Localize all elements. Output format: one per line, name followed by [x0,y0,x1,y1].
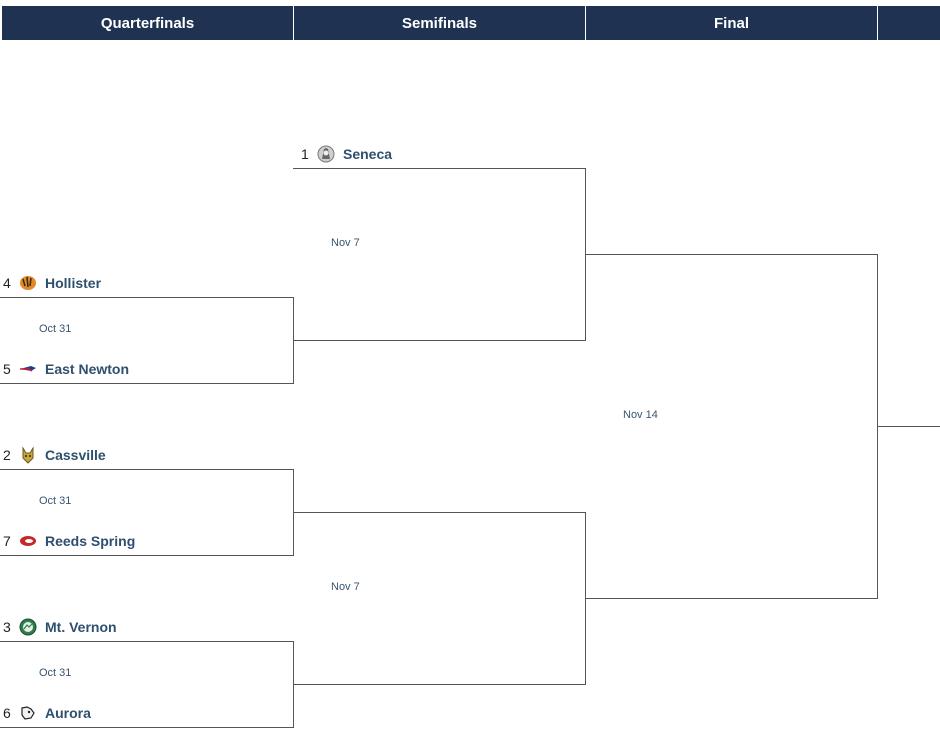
team-name-link[interactable]: Aurora [45,705,91,721]
seed-number: 3 [3,619,11,635]
bracket-line [0,297,294,298]
game-date: Nov 7 [331,237,360,249]
seed-number: 6 [3,705,11,721]
round-header-quarterfinals: Quarterfinals [2,6,293,40]
east-newton-patriot-logo-icon [19,360,37,378]
seed-number: 1 [301,146,309,162]
bracket-line [0,469,294,470]
round-header-champion [877,6,940,40]
seed-number: 4 [3,275,11,291]
team-entry-seneca: 1 Seneca [301,142,392,166]
aurora-houn-dog-logo-icon [19,704,37,722]
bracket-line [293,684,586,685]
round-label: Final [713,14,749,32]
team-entry-cassville: 2 Cassville [3,443,106,467]
team-name-link[interactable]: Mt. Vernon [45,619,117,635]
reeds-spring-wolf-logo-icon [19,532,37,550]
game-date: Oct 31 [39,323,72,335]
seed-number: 2 [3,447,11,463]
bracket-line [293,168,586,169]
team-entry-east-newton: 5 East Newton [3,357,129,381]
mt-vernon-mountaineer-logo-icon [19,618,37,636]
bracket-line [877,426,940,427]
seed-number: 7 [3,533,11,549]
team-name-link[interactable]: Hollister [45,275,102,291]
round-label: Semifinals [401,14,478,32]
team-name-link[interactable]: East Newton [45,361,130,377]
seneca-indian-logo-icon [317,145,335,163]
team-name-link[interactable]: Reeds Spring [45,533,136,549]
bracket-line [0,727,294,728]
hollister-tiger-logo-icon [19,274,37,292]
bracket-line [585,598,878,599]
round-header-semifinals: Semifinals [293,6,585,40]
bracket-line [0,641,294,642]
team-name-link[interactable]: Seneca [343,146,393,162]
cassville-wildcat-logo-icon [19,446,37,464]
bracket-line [0,555,294,556]
game-date: Oct 31 [39,495,72,507]
round-header-final: Final [585,6,877,40]
team-name-link[interactable]: Cassville [45,447,106,463]
team-entry-hollister: 4 Hollister [3,271,101,295]
game-date: Nov 14 [623,409,658,421]
game-date: Oct 31 [39,667,72,679]
bracket-line [293,340,586,341]
bracket-line [585,254,878,255]
bracket-line [293,512,586,513]
game-date: Nov 7 [331,581,360,593]
bracket-line [0,383,294,384]
round-label: Quarterfinals [100,14,195,32]
team-entry-aurora: 6 Aurora [3,701,91,725]
team-entry-mt-vernon: 3 Mt. Vernon [3,615,117,639]
seed-number: 5 [3,361,11,377]
team-entry-reeds-spring: 7 Reeds Spring [3,529,135,553]
